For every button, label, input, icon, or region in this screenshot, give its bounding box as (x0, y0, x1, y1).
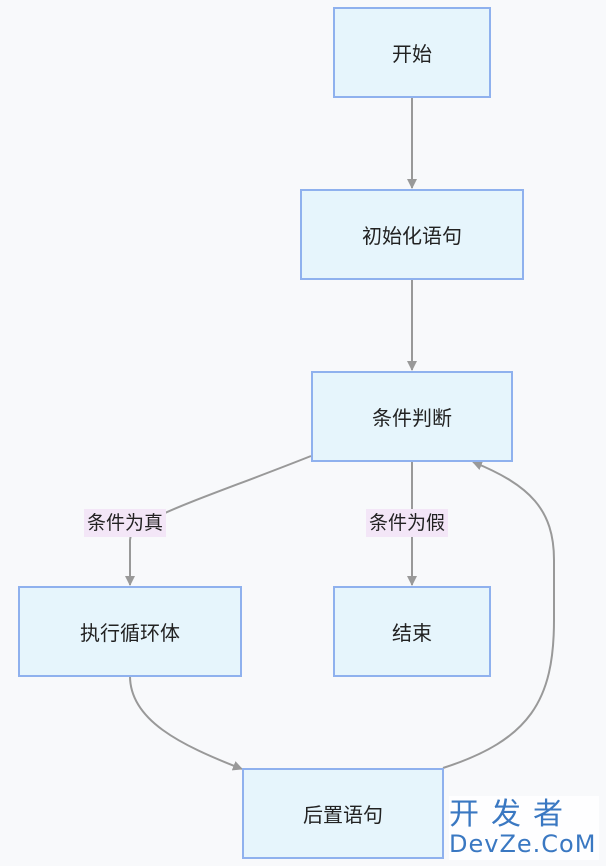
watermark-logo: 开发者 DevZe.CoM (449, 796, 599, 860)
node-body: 执行循环体 (18, 586, 242, 677)
watermark-cn-text: 开发者 (449, 797, 575, 832)
node-end: 结束 (333, 586, 491, 677)
node-condition: 条件判断 (311, 371, 513, 462)
edge-label-false: 条件为假 (366, 509, 449, 537)
edge-body-to-post (129, 675, 243, 771)
edge-label-true: 条件为真 (84, 509, 167, 537)
watermark-en-text: DevZe.CoM (449, 830, 597, 858)
edge-post-to-condition (442, 460, 555, 769)
node-init: 初始化语句 (300, 189, 524, 280)
node-start: 开始 (333, 7, 491, 98)
node-post: 后置语句 (242, 768, 444, 859)
